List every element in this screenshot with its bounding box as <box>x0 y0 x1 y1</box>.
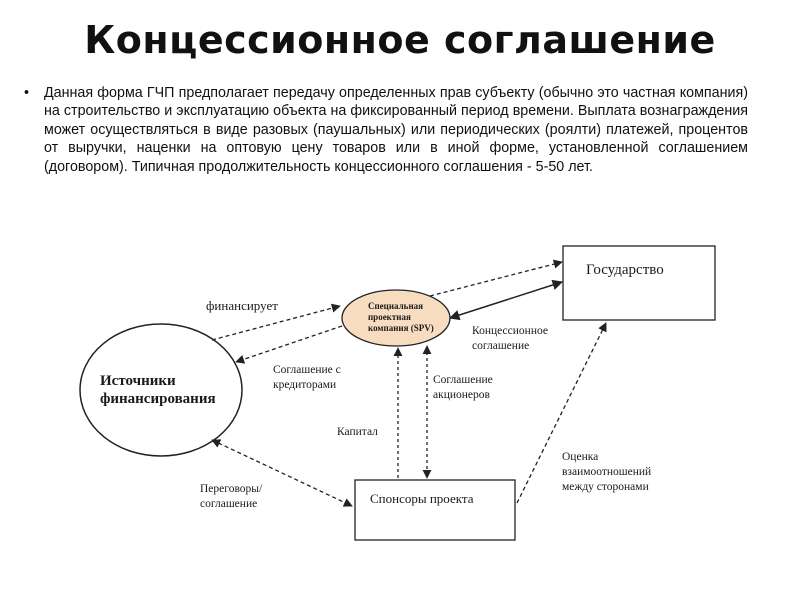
concession-label-1: Концессионное <box>472 325 548 337</box>
finances-label: финансирует <box>206 298 278 313</box>
edge-spv-state-solid <box>449 279 563 321</box>
description-paragraph: • Данная форма ГЧП предполагает передачу… <box>24 84 748 176</box>
funding-sources-node <box>79 323 243 457</box>
negotiations-label-2: соглашение <box>200 498 257 510</box>
bullet-marker: • <box>24 85 30 101</box>
sponsors-label: Спонсоры проекта <box>370 491 474 506</box>
sponsors-node <box>354 479 516 541</box>
spv-label-2: проектная <box>368 312 411 322</box>
relations-label-2: взаимоотношений <box>562 466 651 478</box>
state-node <box>562 245 716 321</box>
creditors-label-1: Соглашение с <box>273 364 341 376</box>
edge-spv-to-state-dashed <box>429 259 563 297</box>
capital-label: Капитал <box>337 426 378 438</box>
edge-sources-sponsors <box>211 439 353 507</box>
spv-label-1: Специальная <box>368 301 423 311</box>
page-title: Концессионное соглашение <box>84 18 716 62</box>
spv-label-3: компания (SPV) <box>368 323 434 333</box>
description-text: Данная форма ГЧП предполагает передачу о… <box>44 85 748 175</box>
funding-sources-label-1: Источники <box>100 373 176 389</box>
relations-label-3: между сторонами <box>562 481 649 493</box>
shareholders-label-2: акционеров <box>433 389 491 401</box>
funding-sources-label-2: финансирования <box>100 391 216 407</box>
concession-label-2: соглашение <box>472 340 529 352</box>
edge-sources-to-spv <box>211 303 341 341</box>
negotiations-label-1: Переговоры/ <box>200 483 263 495</box>
edge-sponsors-to-state <box>516 322 607 504</box>
edge-spv-to-sources <box>235 325 343 364</box>
state-label: Государство <box>586 262 664 278</box>
creditors-label-2: кредиторами <box>273 379 336 391</box>
shareholders-label-1: Соглашение <box>433 374 493 386</box>
relations-label-1: Оценка <box>562 451 598 463</box>
